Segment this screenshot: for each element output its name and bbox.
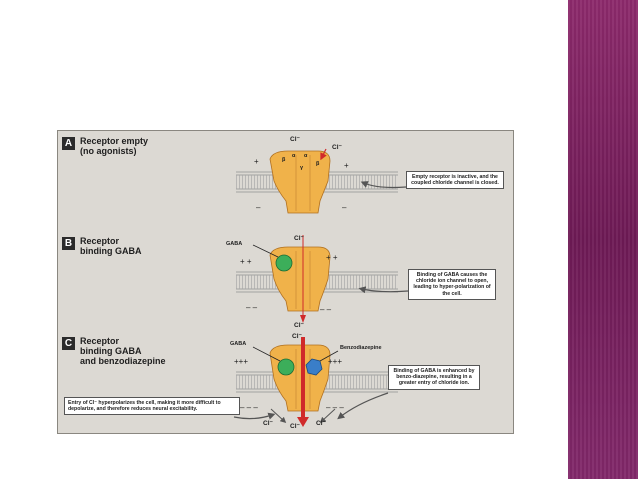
receptor-c xyxy=(269,344,331,412)
panel-a-minus-right: – xyxy=(342,203,347,212)
panel-b: B Receptor binding GABA G xyxy=(58,231,513,332)
panel-b-plus-right: + + xyxy=(326,253,338,262)
panel-b-title: Receptor binding GABA xyxy=(80,236,200,256)
panel-c-title-line2: binding GABA xyxy=(80,346,142,356)
subunit-beta-2: β xyxy=(316,161,320,167)
subunit-gamma: γ xyxy=(300,165,304,171)
panel-a-title: Receptor empty (no agonists) xyxy=(80,136,200,156)
panel-c-title: Receptor binding GABA and benzodiazepine xyxy=(80,336,200,366)
panel-b-cl-top: Cl⁻ xyxy=(294,235,304,242)
benzo-pointer xyxy=(319,350,339,362)
panel-c-minus-right: – – – xyxy=(326,403,344,412)
panel-b-cl-bottom: Cl⁻ xyxy=(294,322,304,329)
panel-b-callout: Binding of GABA causes the chloride ion … xyxy=(408,269,496,300)
panel-b-illustration xyxy=(236,235,409,323)
panel-b-minus-left: – – xyxy=(246,303,258,312)
gaba-pointer-c xyxy=(252,346,281,362)
gaba-receptor-figure: A Receptor empty (no agonists) xyxy=(57,130,514,434)
panel-c-cl-bottom-left: Cl⁻ xyxy=(263,420,273,427)
panel-a-illustration xyxy=(236,148,407,214)
panel-c-cl-bottom-mid: Cl⁻ xyxy=(290,423,300,430)
panel-c-benzo-label: Benzodiazepine xyxy=(340,345,382,351)
subunit-alpha-2: α xyxy=(304,153,308,159)
panel-c-title-line1: Receptor xyxy=(80,336,120,346)
receptor-a xyxy=(269,150,331,214)
panel-c-gaba-label: GABA xyxy=(230,341,247,347)
subunit-beta-1: β xyxy=(282,157,286,163)
panel-a-cl-side: Cl⁻ xyxy=(332,144,342,151)
decorative-side-band xyxy=(568,0,638,479)
chloride-flow-arrow-c xyxy=(301,337,305,419)
panel-a-callout: Empty receptor is inactive, and the coup… xyxy=(406,171,504,190)
panel-a-title-line1: Receptor empty xyxy=(80,136,149,146)
panel-a-minus-left: – xyxy=(256,203,261,212)
panel-b-minus-right: – – xyxy=(320,305,332,314)
panel-b-title-line2: binding GABA xyxy=(80,246,142,256)
gaba-molecule-b xyxy=(275,254,293,272)
panel-b-title-line1: Receptor xyxy=(80,236,120,246)
panel-b-plus-left: + + xyxy=(240,257,252,266)
panel-c-plus-right: +++ xyxy=(328,357,343,366)
panel-c: C Receptor binding GABA and benzodiazepi… xyxy=(58,331,513,433)
panel-c-callout-right: Binding of GABA is enhanced by benzo-dia… xyxy=(388,365,480,390)
gaba-pointer-b xyxy=(252,244,279,258)
panel-c-badge: C xyxy=(62,337,75,350)
panel-b-gaba-label: GABA xyxy=(226,241,243,247)
panel-c-minus-left: – – – xyxy=(240,403,258,412)
panel-c-plus-left: +++ xyxy=(234,357,249,366)
panel-b-badge: B xyxy=(62,237,75,250)
panel-c-cl-top: Cl⁻ xyxy=(292,333,302,340)
panel-a-cl-top: Cl⁻ xyxy=(290,136,300,143)
panel-c-cl-bottom-right: Cl⁻ xyxy=(316,420,326,427)
panel-a: A Receptor empty (no agonists) xyxy=(58,131,513,232)
gaba-molecule-c xyxy=(277,358,295,376)
panel-c-callout-left: Entry of Cl⁻ hyperpolarizes the cell, ma… xyxy=(64,397,240,416)
subunit-alpha-1: α xyxy=(292,153,296,159)
panel-a-title-line2: (no agonists) xyxy=(80,146,137,156)
panel-c-illustration xyxy=(233,337,398,427)
panel-c-title-line3: and benzodiazepine xyxy=(80,356,166,366)
panel-a-badge: A xyxy=(62,137,75,150)
panel-a-plus-right: + xyxy=(344,161,349,170)
panel-a-plus-left: + xyxy=(254,157,259,166)
